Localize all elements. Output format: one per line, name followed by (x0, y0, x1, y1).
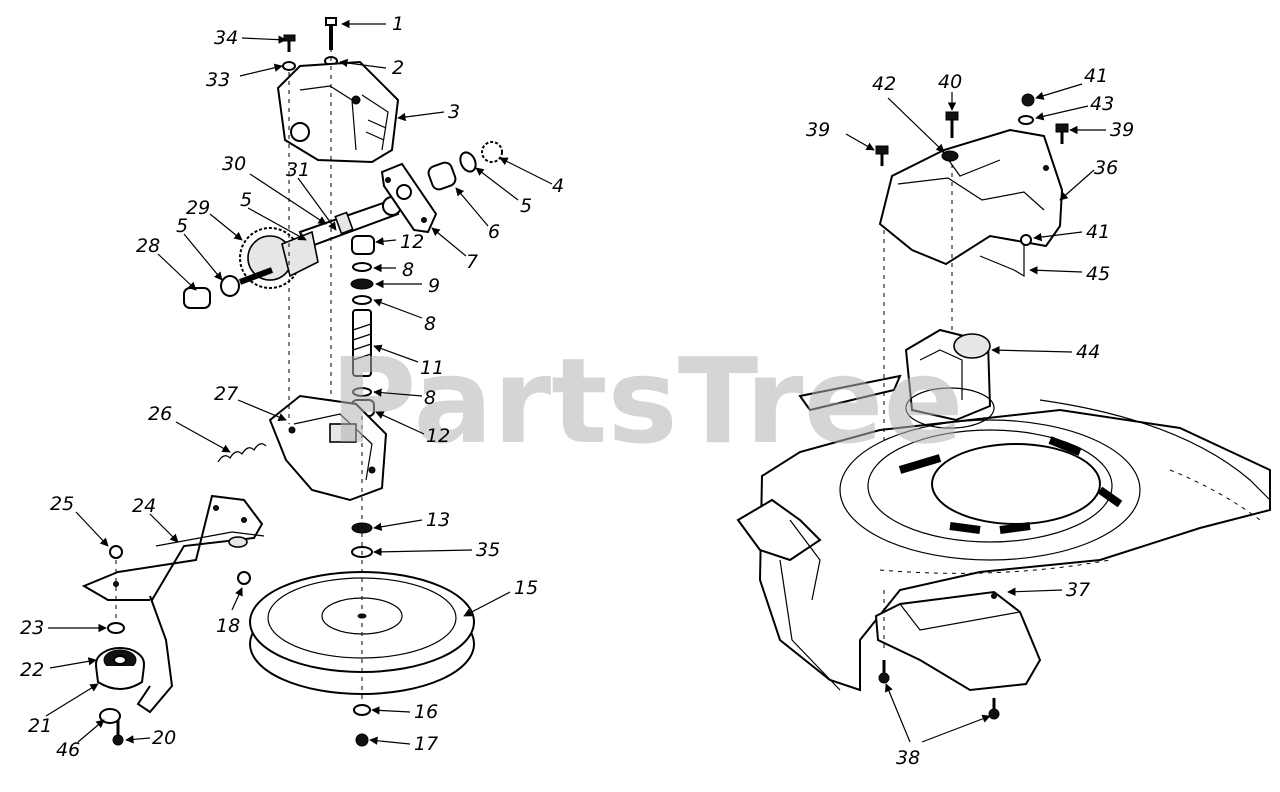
callout-27: 27 (214, 383, 238, 405)
rod-45-part (979, 240, 1025, 278)
callout-5-left: 5 (176, 215, 188, 237)
callout-41-lower: 41 (1086, 221, 1110, 243)
callout-8-b: 8 (424, 313, 436, 335)
callout-30: 30 (222, 153, 246, 175)
bolt-1-part (325, 17, 337, 50)
nut-41-top-part (1021, 93, 1035, 107)
bolt-34-part (283, 34, 296, 52)
bolt-39-right-part (1055, 123, 1069, 144)
washer-33-part (282, 61, 296, 71)
callout-42: 42 (872, 73, 896, 95)
callout-13: 13 (426, 509, 450, 531)
nut-4-part (481, 141, 503, 163)
callout-18: 18 (216, 615, 240, 637)
idler-pulley-22-part (95, 647, 145, 690)
discharge-chute-37-part (874, 590, 1042, 692)
washer-23-part (107, 622, 125, 634)
left-callouts: 34 1 33 2 3 30 31 4 29 5 5 6 28 5 12 7 8… (20, 13, 564, 761)
callout-20: 20 (152, 727, 176, 749)
screw-38-right-part (988, 698, 1000, 720)
right-callouts: 41 42 40 43 39 39 36 41 45 44 37 38 (806, 65, 1134, 769)
callout-24: 24 (132, 495, 156, 517)
callout-46: 46 (56, 739, 80, 761)
drive-shaft-part (298, 196, 402, 250)
gear-case-27-part (268, 394, 388, 502)
housing-cover-3-part (276, 60, 400, 164)
callout-7: 7 (466, 251, 478, 273)
washer-16-part (353, 704, 371, 716)
callout-39-left: 39 (806, 119, 830, 141)
washer-43-part (1018, 115, 1034, 125)
callout-22: 22 (20, 659, 44, 681)
callout-38: 38 (896, 747, 920, 769)
callout-34: 34 (214, 27, 238, 49)
callout-9: 9 (428, 275, 440, 297)
callout-33: 33 (206, 69, 230, 91)
callout-17: 17 (414, 733, 438, 755)
worm-shaft-stack (350, 235, 375, 417)
callout-37: 37 (1066, 579, 1090, 601)
gearbox-cover-36-part (878, 128, 1064, 266)
callout-16: 16 (414, 701, 438, 723)
spring-26-part (217, 443, 267, 463)
right-assembly-drawing (736, 93, 1271, 720)
callout-26: 26 (148, 403, 172, 425)
callout-25: 25 (50, 493, 74, 515)
callout-44: 44 (1076, 341, 1100, 363)
callout-40: 40 (938, 71, 962, 93)
callout-41-top: 41 (1084, 65, 1108, 87)
callout-29: 29 (186, 197, 210, 219)
callout-5-right: 5 (520, 195, 532, 217)
callout-8-a: 8 (402, 259, 414, 281)
nut-25-part (109, 545, 123, 559)
washer-42-part (941, 150, 959, 162)
callout-23: 23 (20, 617, 44, 639)
callout-12-top: 12 (400, 231, 424, 253)
callout-45: 45 (1086, 263, 1110, 285)
nut-41-lower-part (1020, 234, 1032, 246)
idler-bracket-24-part (81, 494, 265, 714)
callout-28: 28 (136, 235, 160, 257)
callout-11: 11 (420, 357, 444, 379)
screw-38-left-part (878, 660, 890, 684)
gearbox-44-part (904, 328, 995, 429)
washer-5-right-part (459, 151, 477, 173)
partstree-watermark: PartsTree (330, 332, 964, 470)
callout-1: 1 (392, 13, 404, 35)
nut-17-part (355, 733, 369, 747)
bolt-40-part (945, 111, 959, 138)
callout-31: 31 (286, 159, 310, 181)
callout-leaders (45, 19, 1106, 745)
callout-15: 15 (514, 577, 538, 599)
mower-deck-part (736, 374, 1271, 692)
callout-21: 21 (28, 715, 52, 737)
bearing-28-part (183, 267, 274, 309)
callout-35: 35 (476, 539, 500, 561)
callout-12-bottom: 12 (426, 425, 450, 447)
left-assembly-drawing (81, 17, 503, 747)
bevel-gear-29-part (239, 227, 319, 289)
washer-46-part (99, 708, 121, 724)
callout-2: 2 (392, 57, 404, 79)
mounting-plate-7-part (380, 162, 438, 234)
nut-18-part (237, 571, 251, 585)
bolt-39-left-part (875, 145, 889, 166)
callout-8-c: 8 (424, 387, 436, 409)
callout-36: 36 (1094, 157, 1118, 179)
callout-39-right: 39 (1110, 119, 1134, 141)
callout-43: 43 (1090, 93, 1114, 115)
callout-4: 4 (552, 175, 564, 197)
bolt-20-part (112, 720, 124, 746)
callout-6: 6 (488, 221, 500, 243)
bearing-6-part (427, 161, 457, 191)
callout-5-top: 5 (240, 189, 252, 211)
callout-3: 3 (448, 101, 460, 123)
